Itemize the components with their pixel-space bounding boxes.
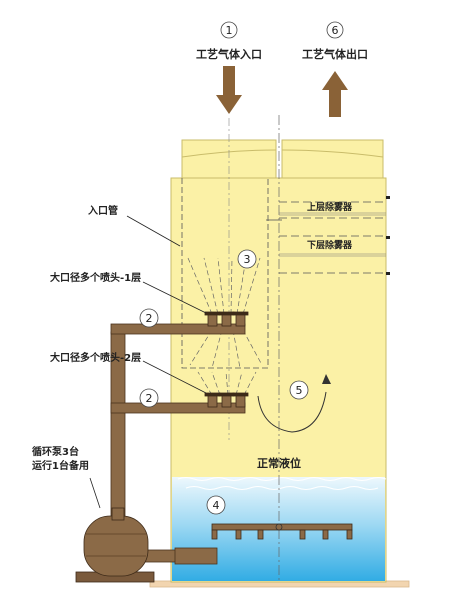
marker-6: 6	[326, 21, 344, 39]
inlet-duct-curve	[181, 149, 277, 158]
inlet-pipe-label: 入口管	[88, 204, 118, 217]
inlet-arrow	[216, 66, 242, 114]
inlet-pipe-outline	[181, 178, 269, 369]
wall-port-3	[386, 272, 390, 275]
pump-label-line1: 循环泵3台	[32, 445, 79, 458]
lower-demister	[279, 235, 386, 274]
nozzle-row-2	[204, 392, 249, 408]
marker-5: 5	[289, 380, 309, 400]
marker-2b: 2	[139, 388, 159, 408]
marker-1: 1	[220, 21, 238, 39]
wall-port-1	[386, 196, 390, 199]
recirculation-piping	[110, 323, 246, 565]
liquid-surface-line-2	[185, 486, 379, 490]
marker-6-text: 6	[332, 24, 339, 37]
marker-2b-text: 2	[146, 392, 153, 405]
marker-4: 4	[206, 495, 226, 515]
lower-demister-label: 下层除雾器	[307, 239, 353, 251]
leader-lines	[89, 215, 207, 509]
liquid-surface-line-1	[177, 477, 387, 481]
marker-4-text: 4	[213, 499, 220, 512]
pump-body	[83, 515, 149, 577]
marker-5-text: 5	[296, 384, 303, 397]
pump-suction-pipe	[174, 547, 218, 565]
upper-demister-label: 上层除雾器	[307, 201, 353, 213]
pump	[75, 507, 155, 583]
nozzle-row-1	[204, 311, 249, 327]
header-pipe-layer1	[110, 323, 246, 335]
marker-3-text: 3	[244, 253, 251, 266]
upper-demister	[279, 201, 386, 219]
marker-2a-text: 2	[146, 312, 153, 325]
nozzle-layer1-label: 大口径多个喷头-1层	[50, 271, 141, 284]
pump-neck	[111, 507, 125, 521]
gas-outlet-label: 工艺气体出口	[302, 47, 368, 61]
marker-3: 3	[237, 249, 257, 269]
pump-label-line2: 运行1台备用	[32, 459, 89, 472]
spray-pattern-1	[187, 257, 263, 369]
outlet-duct	[281, 139, 384, 179]
wall-port-2	[386, 236, 390, 239]
marker-1-text: 1	[226, 24, 233, 37]
distributor-center-mark	[275, 523, 283, 531]
pump-outlet-pipe	[144, 549, 178, 563]
spray-pattern-2	[197, 371, 257, 396]
header-pipe-layer2	[110, 402, 246, 414]
nozzle-layer2-label: 大口径多个喷头-2层	[50, 351, 141, 364]
swirl-arrowhead	[322, 374, 331, 384]
outlet-duct-curve	[281, 149, 384, 158]
marker-2a: 2	[139, 308, 159, 328]
outlet-arrow	[322, 71, 348, 117]
inlet-duct	[181, 139, 277, 179]
normal-level-label: 正常液位	[257, 456, 301, 470]
gas-inlet-label: 工艺气体入口	[196, 47, 262, 61]
swirl-arrow	[257, 391, 327, 433]
